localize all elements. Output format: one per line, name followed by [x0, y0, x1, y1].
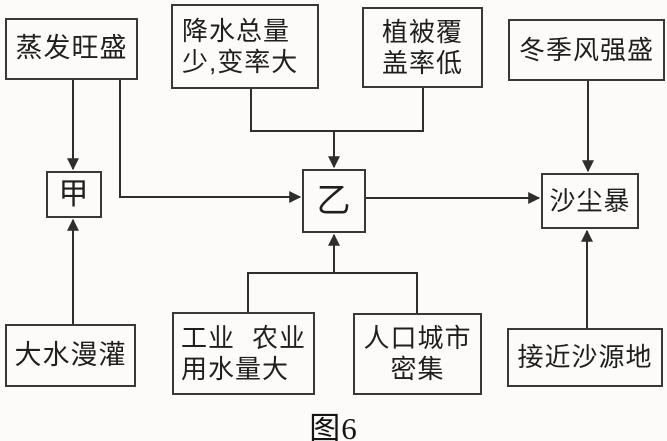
node-population: 人口城市 密集 — [353, 313, 482, 395]
node-vegetation: 植被覆 盖率低 — [362, 7, 483, 88]
node-flood-irrigation: 大水漫灌 — [5, 324, 136, 387]
node-yi-label: 乙 — [316, 181, 352, 220]
node-sandstorm: 沙尘暴 — [541, 173, 639, 229]
node-jia-label: 甲 — [58, 177, 90, 211]
node-sandstorm-label: 沙尘暴 — [549, 185, 631, 216]
node-precipitation: 降水总量 少,变率大 — [171, 4, 319, 89]
node-evaporation-label: 蒸发旺盛 — [15, 33, 128, 64]
node-vegetation-line2: 盖率低 — [381, 47, 463, 78]
node-precipitation-line2: 少,变率大 — [182, 46, 299, 77]
node-water-use-line1: 工业 农业 — [181, 323, 306, 354]
node-sand-source-label: 接近沙源地 — [517, 342, 653, 373]
node-water-use-industry: 工业 — [181, 322, 236, 353]
node-population-line1: 人口城市 — [363, 323, 472, 354]
node-sand-source: 接近沙源地 — [507, 328, 663, 387]
node-flood-irrigation-label: 大水漫灌 — [14, 339, 127, 370]
node-jia: 甲 — [46, 171, 102, 218]
node-vegetation-line1: 植被覆 — [381, 16, 463, 47]
figure-caption: 图6 — [309, 411, 358, 441]
node-winter-wind-label: 冬季风强盛 — [518, 34, 654, 65]
node-population-line2: 密集 — [390, 354, 445, 384]
node-water-use-line2: 用水量大 — [181, 353, 290, 384]
node-water-use: 工业 农业 用水量大 — [172, 312, 315, 395]
node-precipitation-line1: 降水总量 — [182, 15, 291, 46]
node-yi: 乙 — [302, 169, 366, 233]
node-evaporation: 蒸发旺盛 — [5, 18, 138, 80]
arrow-evaporation-to-yi — [119, 80, 302, 203]
node-water-use-agriculture: 农业 — [251, 322, 306, 353]
node-winter-wind: 冬季风强盛 — [508, 19, 665, 81]
